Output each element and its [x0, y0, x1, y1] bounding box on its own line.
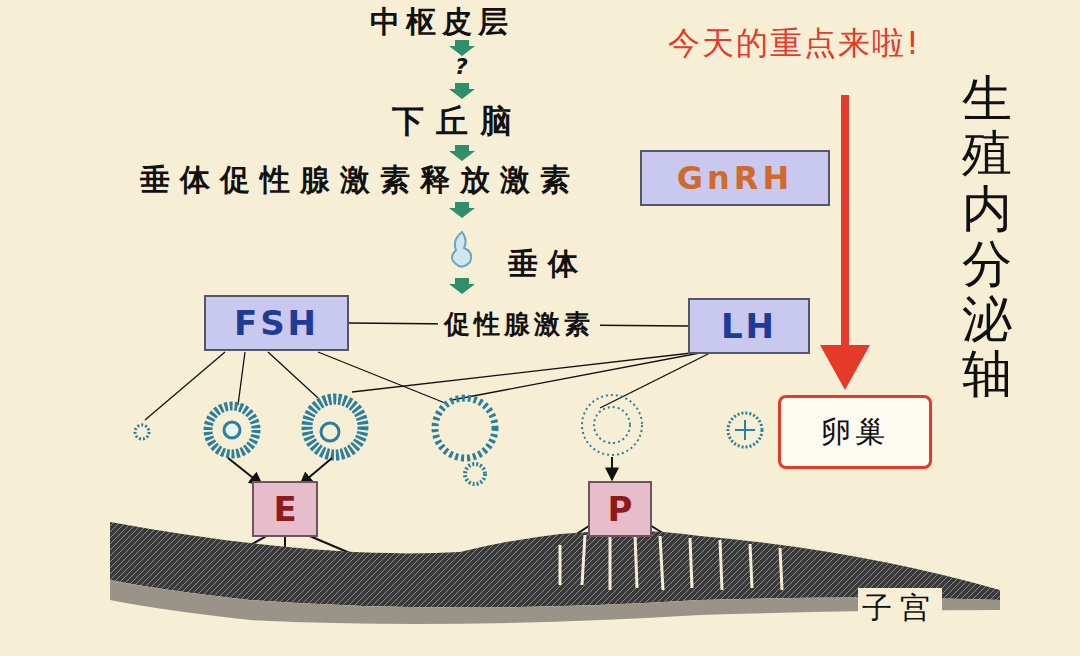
- node-text: P: [608, 489, 633, 529]
- node-text: E: [273, 489, 296, 529]
- hormone-label: 垂体促性腺激素释放激素: [140, 162, 580, 197]
- structure-label-wrap: 中枢皮层: [370, 2, 514, 43]
- hormone-box: E: [252, 481, 318, 537]
- hormone-box: LH: [688, 298, 810, 354]
- hormone-box: GnRH: [640, 150, 830, 206]
- structure-label: 下丘脑: [392, 102, 524, 140]
- leader-lines: [145, 352, 712, 420]
- follicles: [135, 395, 762, 484]
- structure-label-wrap: 垂体: [508, 244, 588, 285]
- structure-label: 中枢皮层: [370, 4, 514, 39]
- uterus-wall: [110, 522, 1000, 624]
- callout-text-wrap: 今天的重点来啦!: [668, 22, 921, 66]
- structure-label-wrap: 下丘脑: [392, 100, 524, 144]
- hormone-label-wrap: 垂体促性腺激素释放激素: [140, 160, 580, 201]
- diagram-title: 生殖内分泌轴: [962, 72, 1012, 402]
- hormone-box: P: [588, 481, 652, 537]
- ovary-box: 卵巢: [778, 395, 932, 469]
- callout-text: 今天的重点来啦!: [668, 24, 921, 62]
- node-text: 卵巢: [821, 412, 889, 453]
- node-text: GnRH: [677, 159, 793, 197]
- edge-label: 促性腺激素: [444, 309, 594, 339]
- node-text: LH: [721, 306, 777, 346]
- pituitary-figure: [452, 232, 471, 267]
- unknown-mark: ?: [455, 54, 468, 79]
- edge-label-wrap: 促性腺激素: [438, 307, 600, 342]
- node-text: FSH: [234, 303, 319, 343]
- title-block: 生殖内分泌轴: [962, 72, 1012, 402]
- structure-label: 垂体: [508, 246, 588, 281]
- organ-label-wrap: 子宫: [858, 588, 942, 629]
- unknown-mark-wrap: ?: [455, 54, 468, 79]
- hormone-box: FSH: [204, 295, 349, 351]
- organ-label: 子宫: [862, 590, 938, 625]
- callout-arrow: [820, 95, 870, 390]
